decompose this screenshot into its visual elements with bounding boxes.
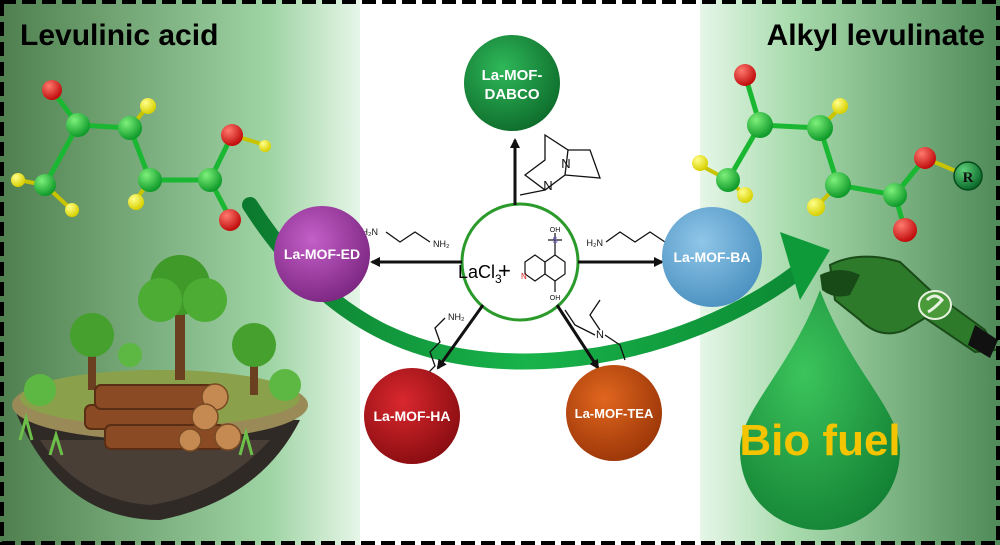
linker-n: N xyxy=(521,272,527,281)
reaction-arrows xyxy=(370,138,664,370)
r-group-atom xyxy=(953,161,983,191)
r-group-label: R xyxy=(963,170,974,186)
ba-nh2: H₂N xyxy=(587,238,604,248)
product-dabco-line1: La-MOF- xyxy=(482,67,543,84)
product-dabco: La-MOF- DABCO xyxy=(464,35,560,131)
product-ha: La-MOF-HA xyxy=(364,368,460,464)
biofuel-drop xyxy=(740,290,900,530)
product-dabco-line2: DABCO xyxy=(485,86,540,103)
ha-nh2: NH₂ xyxy=(448,312,465,322)
heading-levulinic-acid: Levulinic acid xyxy=(20,19,218,52)
tea-n: N xyxy=(596,329,604,341)
product-ed-label: La-MOF-ED xyxy=(284,246,360,262)
levulinic-acid-molecule xyxy=(11,80,271,231)
heading-alkyl-levulinate: Alkyl levulinate xyxy=(767,19,985,52)
plus-sign: + xyxy=(498,258,511,283)
linker-oh-top: OH xyxy=(550,227,561,234)
product-tea-label: La-MOF-TEA xyxy=(575,406,654,421)
dabco-n-bottom: N xyxy=(543,178,552,193)
ed-chain xyxy=(385,231,431,243)
ed-nh2-right: NH₂ xyxy=(433,239,450,249)
product-ha-label: La-MOF-HA xyxy=(374,408,451,424)
linker-oh-bottom: OH xyxy=(550,295,561,302)
product-ba-label: La-MOF-BA xyxy=(674,249,751,265)
product-ba: La-MOF-BA xyxy=(662,207,762,307)
dabco-n-top: N xyxy=(561,156,570,171)
biomass-island-illustration xyxy=(12,255,308,520)
dabco-structure xyxy=(519,133,601,196)
ed-nh2-left: H₂N xyxy=(362,227,379,237)
tea-structure xyxy=(564,299,626,361)
fuel-nozzle-icon xyxy=(820,255,998,358)
product-tea: La-MOF-TEA xyxy=(566,365,662,461)
ba-chain xyxy=(605,231,666,243)
alkyl-levulinate-molecule: R xyxy=(692,64,983,242)
lacl3-label: LaCl3 xyxy=(458,262,502,286)
product-ed: La-MOF-ED xyxy=(274,206,370,302)
conversion-arrow-head xyxy=(780,232,830,300)
linker-s: S xyxy=(552,236,557,245)
linker-structure xyxy=(524,233,566,292)
biofuel-label: Bio fuel xyxy=(739,416,900,465)
